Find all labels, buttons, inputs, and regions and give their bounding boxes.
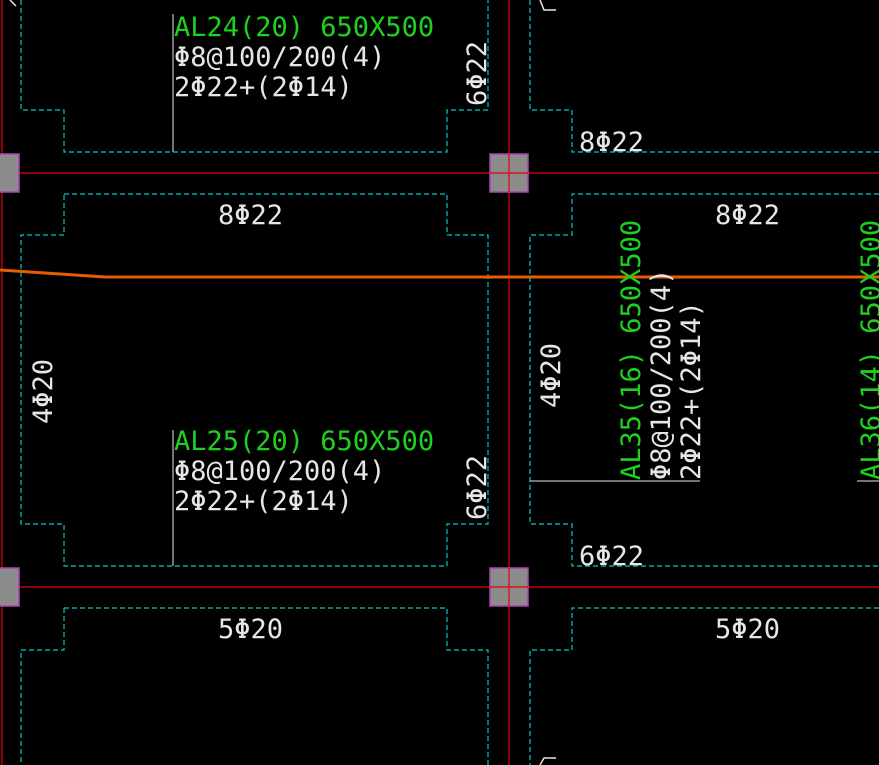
- beam-edge: [20, 608, 65, 765]
- rebar-labels: 8Φ22 8Φ22 8Φ22 6Φ22 5Φ20 5Φ20: [218, 127, 780, 645]
- rebar-label: 4Φ20: [28, 359, 59, 424]
- beam-edge: [64, 607, 489, 765]
- rebar-label: 4Φ20: [536, 343, 567, 408]
- beam-edge: [529, 193, 879, 567]
- rebar-label: 6Φ22: [462, 455, 493, 520]
- leader-lines: [172, 14, 879, 566]
- beam-bars: 2Φ22+(2Φ14): [174, 72, 353, 103]
- beam-name: AL24(20) 650X500: [174, 12, 434, 43]
- beam-bars: 2Φ22+(2Φ14): [676, 301, 707, 480]
- beam-name: AL25(20) 650X500: [174, 426, 434, 457]
- beam-stirrup: Φ8@100/200(4): [646, 269, 677, 480]
- beam-annotation-al24: AL24(20) 650X500 Φ8@100/200(4) 2Φ22+(2Φ1…: [174, 12, 434, 103]
- rebar-label: 8Φ22: [715, 200, 780, 231]
- beam-edge: [529, 607, 879, 765]
- beam-bars: 2Φ22+(2Φ14): [174, 486, 353, 517]
- column: [0, 567, 20, 607]
- fragment-mark: [539, 757, 556, 765]
- beam-edge: [20, 193, 489, 567]
- rebar-label: 8Φ22: [579, 127, 644, 158]
- beam-annotation-al35: AL35(16) 650X500 Φ8@100/200(4) 2Φ22+(2Φ1…: [616, 220, 707, 480]
- beam-edge-lines: [20, 0, 879, 765]
- rebar-label: 6Φ22: [579, 541, 644, 572]
- beam-stirrup: Φ8@100/200(4): [174, 456, 385, 487]
- rebar-label: 5Φ20: [218, 614, 283, 645]
- beam-name: AL35(16) 650X500: [616, 220, 647, 480]
- rebar-label: 5Φ20: [715, 614, 780, 645]
- rebar-label: 8Φ22: [218, 200, 283, 231]
- column: [0, 153, 20, 193]
- beam-stirrup: Φ8@100/200(4): [174, 42, 385, 73]
- beam-annotation-al25: AL25(20) 650X500 Φ8@100/200(4) 2Φ22+(2Φ1…: [174, 426, 434, 517]
- rebar-labels-vertical: 6Φ22 6Φ22 4Φ20 4Φ20: [28, 41, 567, 520]
- beam-name: AL36(14) 650X500: [856, 220, 879, 480]
- column-axis-marks: [490, 154, 528, 606]
- fragment-mark: [539, 0, 556, 11]
- fragment-mark: [9, 0, 17, 7]
- edge-fragments: [9, 0, 556, 765]
- rebar-label: 6Φ22: [462, 41, 493, 106]
- beam-edge: [529, 0, 879, 153]
- beam-annotation-al36: AL36(14) 650X500: [856, 220, 879, 480]
- beam-edge: [20, 0, 489, 153]
- section-cut-line: [0, 268, 879, 279]
